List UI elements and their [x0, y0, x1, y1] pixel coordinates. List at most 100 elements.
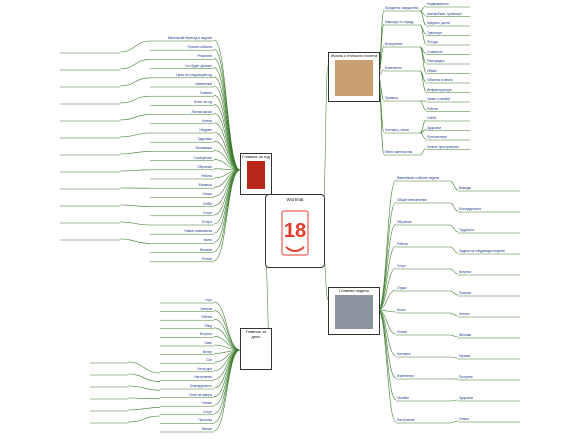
tr-sub-8[interactable]: Объекты и места: [427, 78, 453, 82]
tl-node-13[interactable]: Сообщество: [193, 155, 212, 160]
bl-node-12[interactable]: Чтение: [201, 401, 212, 406]
tr-sub-9[interactable]: Инфраструктура: [427, 87, 452, 92]
tl-node-14[interactable]: Обучение: [197, 164, 212, 169]
tr-sub-15[interactable]: Личное пространство: [427, 144, 459, 149]
br-node-11[interactable]: Настроение: [397, 418, 415, 422]
tr-node-3[interactable]: Изменения: [385, 66, 402, 70]
branch-header-br-image: [335, 295, 373, 329]
br-sub-11[interactable]: Семья: [459, 417, 469, 421]
tl-node-23[interactable]: Фильмы: [199, 247, 212, 252]
tl-node-9[interactable]: Успехи: [201, 118, 212, 123]
bl-node-1[interactable]: Завтрак: [200, 306, 212, 311]
br-node-8[interactable]: Контакты: [397, 352, 411, 356]
branch-header-tr[interactable]: Жизнь с птичьего полета: [328, 52, 380, 102]
br-node-1[interactable]: Общее впечатление: [397, 198, 428, 202]
br-sub-8[interactable]: Музыка: [459, 354, 471, 358]
bl-node-14[interactable]: Прогулка: [198, 418, 212, 423]
bl-node-10[interactable]: Благодарность: [189, 384, 212, 388]
br-node-4[interactable]: Спорт: [397, 264, 406, 268]
bl-node-13[interactable]: Спорт: [203, 409, 212, 414]
link-br-1: [377, 201, 397, 311]
tr-node-1[interactable]: Маршрут по городу: [385, 20, 414, 24]
tr-node-6[interactable]: Место жительства: [385, 150, 413, 154]
bl-node-6[interactable]: Вечер: [203, 349, 212, 354]
bl-node-8[interactable]: Итоги дня: [197, 366, 212, 371]
tr-sub-12[interactable]: Учёба: [427, 116, 436, 120]
tl-node-1[interactable]: Прочие события: [187, 45, 212, 50]
tr-sub-11[interactable]: Работа: [427, 106, 438, 111]
bl-node-0[interactable]: Утро: [204, 298, 212, 302]
br-sub-3[interactable]: Задачи на следующую неделю: [459, 249, 505, 253]
br-node-2[interactable]: Обучение: [397, 220, 412, 224]
branch-header-tl[interactable]: Главное за год: [240, 153, 272, 195]
br-node-7[interactable]: Планы: [397, 330, 407, 334]
br-node-5[interactable]: Отдых: [397, 286, 407, 290]
tr-sub-7[interactable]: Обмен: [427, 68, 437, 73]
br-sub-10[interactable]: Здоровье: [459, 396, 474, 400]
tl-node-8[interactable]: Личная жизнь: [191, 109, 212, 114]
bl-node-4[interactable]: Встречи: [199, 332, 212, 337]
bl-node-5[interactable]: Ужин: [204, 341, 212, 345]
tr-sub-10[interactable]: Связь с семьёй: [427, 97, 450, 101]
tl-node-4[interactable]: Цели на следующий год: [176, 72, 212, 77]
link-tl-6: [213, 94, 241, 171]
br-node-0[interactable]: Важнейшие события недели: [397, 176, 440, 180]
tl-node-17[interactable]: Семья: [202, 192, 212, 197]
br-node-9[interactable]: Изменения: [397, 374, 414, 378]
tr-node-2[interactable]: Восприятие: [385, 42, 403, 46]
tl-node-5[interactable]: Изменения: [195, 82, 212, 86]
tr-sub-2[interactable]: Кредиты, долги: [427, 21, 450, 25]
branch-header-br[interactable]: Главная неделя: [328, 287, 380, 335]
tr-node-5[interactable]: Контакты, связи: [385, 128, 409, 132]
tl-node-24[interactable]: Планы: [202, 256, 212, 261]
br-sub-4[interactable]: Встречи: [459, 270, 472, 274]
br-sub-7[interactable]: Фильмы: [459, 333, 472, 337]
tl-node-2[interactable]: Результат: [197, 54, 213, 59]
tl-node-10[interactable]: Неудачи: [199, 128, 212, 132]
tl-node-20[interactable]: Отпуск: [201, 220, 212, 224]
bl-node-3[interactable]: Обед: [204, 323, 212, 328]
tl-node-19[interactable]: Спорт: [203, 210, 212, 215]
br-node-6[interactable]: Итоги: [397, 308, 406, 312]
br-sub-5[interactable]: Покупки: [459, 291, 471, 295]
tl-node-16[interactable]: Финансы: [198, 183, 212, 188]
link-brs-5: [449, 290, 459, 296]
br-sub-6[interactable]: Чтение: [459, 312, 470, 316]
tr-sub-6[interactable]: Распорядок: [427, 59, 445, 63]
tl-node-3[interactable]: Что будет дальше: [185, 63, 212, 68]
tr-sub-4[interactable]: Погода: [427, 40, 438, 44]
tl-node-12[interactable]: Мотивация: [195, 146, 212, 151]
tl-node-7[interactable]: Итоги за год: [193, 100, 212, 105]
tr-node-0[interactable]: Предметы, имущество: [385, 6, 419, 10]
bl-node-9[interactable]: Настроение: [194, 375, 212, 380]
tl-node-18[interactable]: Хобби: [202, 201, 212, 206]
tl-node-15[interactable]: Работа: [201, 174, 212, 178]
link-trs-11: [419, 100, 427, 111]
bl-node-11[interactable]: План на завтра: [189, 392, 212, 397]
tl-node-22[interactable]: Книги: [203, 238, 212, 243]
branch-header-bl[interactable]: Главное за день: [240, 328, 272, 370]
tr-sub-13[interactable]: Здоровье: [427, 125, 442, 130]
tr-node-4[interactable]: Правила: [385, 96, 398, 100]
tl-node-11[interactable]: Здоровье: [197, 137, 212, 142]
tr-sub-3[interactable]: Транспорт: [427, 30, 443, 35]
bl-node-2[interactable]: Работа: [201, 315, 212, 320]
tl-node-6[interactable]: Главное: [199, 91, 212, 96]
tr-sub-0[interactable]: Недвижимость: [427, 2, 449, 6]
br-sub-1[interactable]: Благодарности: [459, 207, 482, 211]
bl-node-15[interactable]: Звонки: [201, 427, 212, 431]
br-node-10[interactable]: Ошибки: [397, 396, 409, 400]
br-sub-0[interactable]: Выводы: [459, 186, 471, 190]
br-sub-9[interactable]: Прогулки: [459, 375, 473, 379]
br-sub-2[interactable]: Трудности: [459, 228, 475, 232]
tr-sub-5[interactable]: Стоимость: [427, 49, 443, 54]
br-node-3[interactable]: Работа: [397, 242, 408, 246]
central-node[interactable]: Wortmat 18: [265, 194, 325, 268]
tr-sub-14[interactable]: Путешествия: [427, 135, 447, 139]
bl-node-7[interactable]: Сон: [206, 358, 212, 363]
tl-node-0[interactable]: Маленький переход в неделю: [167, 36, 212, 40]
tl-node-21[interactable]: Новые знакомства: [184, 229, 212, 234]
tr-sub-1[interactable]: Автомобиль, транспорт: [427, 11, 462, 16]
